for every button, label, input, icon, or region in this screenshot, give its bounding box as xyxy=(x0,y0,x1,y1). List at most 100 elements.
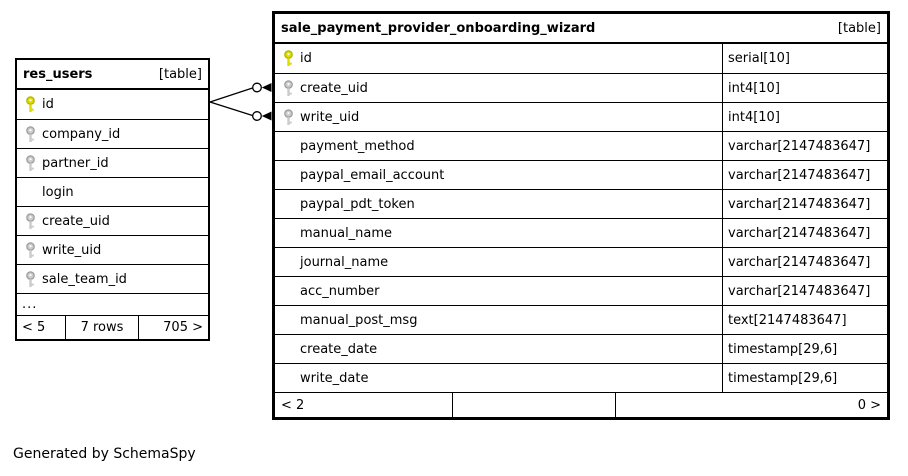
column-type: timestamp[29,6] xyxy=(722,364,887,392)
column-name: partner_id xyxy=(42,155,109,171)
column-type: varchar[2147483647] xyxy=(722,132,887,160)
column-type: serial[10] xyxy=(722,44,887,73)
column-name: id xyxy=(300,51,312,66)
column-row: partner_id xyxy=(17,148,208,177)
column-row: write_uid xyxy=(17,235,208,264)
column-row: id xyxy=(17,90,208,119)
column-name-cell: login xyxy=(17,178,208,206)
column-name-cell: write_uid xyxy=(275,103,722,131)
table-header: sale_payment_provider_onboarding_wizard … xyxy=(275,14,887,44)
column-row: paypal_pdt_token varchar[2147483647] xyxy=(275,189,887,218)
foreign-key-icon xyxy=(26,212,35,229)
primary-key-icon xyxy=(26,96,35,112)
foreign-key-icon xyxy=(26,154,35,171)
column-name: create_uid xyxy=(42,213,110,229)
relationship-line-write-uid xyxy=(209,101,253,117)
relationship-circle-write-uid xyxy=(252,111,262,121)
column-name-cell: write_uid xyxy=(17,236,208,264)
column-row: create_date timestamp[29,6] xyxy=(275,334,887,363)
column-name-cell: acc_number xyxy=(275,277,722,305)
key-slot xyxy=(17,154,42,172)
foreign-key-icon xyxy=(26,125,35,142)
key-slot xyxy=(275,50,300,67)
column-name-cell: create_date xyxy=(275,335,722,363)
column-row: payment_method varchar[2147483647] xyxy=(275,131,887,160)
column-name: paypal_pdt_token xyxy=(300,196,415,212)
key-slot xyxy=(275,108,300,126)
table-node-res-users[interactable]: res_users [table] id company_id partner_… xyxy=(15,58,210,341)
column-row: create_uid int4[10] xyxy=(275,73,887,102)
column-name: write_date xyxy=(300,370,369,386)
column-rows: id serial[10] create_uid int4[10] write_… xyxy=(275,44,887,392)
column-name: journal_name xyxy=(300,254,389,270)
column-name: sale_team_id xyxy=(42,271,127,287)
column-name-cell: create_uid xyxy=(275,74,722,102)
relationship-arrow-write-uid xyxy=(261,111,272,121)
column-row: company_id xyxy=(17,119,208,148)
column-name-cell: create_uid xyxy=(17,207,208,235)
column-type: timestamp[29,6] xyxy=(722,335,887,363)
column-type: varchar[2147483647] xyxy=(722,248,887,276)
column-name-cell: paypal_pdt_token xyxy=(275,190,722,218)
column-name-cell: manual_post_msg xyxy=(275,306,722,334)
column-rows: id company_id partner_id login create_ui… xyxy=(17,90,208,293)
column-name: company_id xyxy=(42,126,121,142)
ellipsis-row: ... xyxy=(17,293,208,315)
column-row: create_uid xyxy=(17,206,208,235)
column-row: acc_number varchar[2147483647] xyxy=(275,276,887,305)
column-name: login xyxy=(42,184,74,200)
column-name-cell: write_date xyxy=(275,364,722,392)
column-name: manual_post_msg xyxy=(300,312,418,328)
column-name: acc_number xyxy=(300,283,380,299)
foreign-key-icon xyxy=(284,79,293,96)
column-type: varchar[2147483647] xyxy=(722,277,887,305)
relationship-arrow-create-uid xyxy=(261,83,272,92)
column-name-cell: payment_method xyxy=(275,132,722,160)
table-badge: [table] xyxy=(158,66,202,82)
footer-parents-count: 0 > xyxy=(615,393,887,417)
table-title[interactable]: sale_payment_provider_onboarding_wizard xyxy=(281,20,596,36)
footer-row-count xyxy=(452,393,615,417)
column-row: write_uid int4[10] xyxy=(275,102,887,131)
table-header: res_users [table] xyxy=(17,60,208,90)
column-name: paypal_email_account xyxy=(300,167,445,183)
column-row: journal_name varchar[2147483647] xyxy=(275,247,887,276)
footer-parents-count: 705 > xyxy=(138,316,208,339)
column-row: sale_team_id xyxy=(17,264,208,293)
column-name-cell: manual_name xyxy=(275,219,722,247)
column-row: paypal_email_account varchar[2147483647] xyxy=(275,160,887,189)
key-slot xyxy=(17,125,42,143)
table-title[interactable]: res_users xyxy=(23,66,93,82)
column-name-cell: id xyxy=(17,90,208,119)
column-name: payment_method xyxy=(300,138,415,154)
column-name: create_uid xyxy=(300,80,368,96)
column-type: varchar[2147483647] xyxy=(722,161,887,189)
column-type: text[2147483647] xyxy=(722,306,887,334)
footer-children-count: < 2 xyxy=(281,397,305,413)
column-row: write_date timestamp[29,6] xyxy=(275,363,887,392)
column-name-cell: sale_team_id xyxy=(17,265,208,293)
column-name-cell: journal_name xyxy=(275,248,722,276)
footer-children-count: < 5 xyxy=(22,320,46,335)
key-slot xyxy=(17,96,42,113)
table-node-sale-payment-provider-onboarding-wizard[interactable]: sale_payment_provider_onboarding_wizard … xyxy=(272,11,890,420)
foreign-key-icon xyxy=(26,270,35,287)
column-name: create_date xyxy=(300,341,378,357)
column-name-cell: id xyxy=(275,44,722,73)
key-slot xyxy=(17,212,42,230)
table-footer: < 2 0 > xyxy=(275,392,887,417)
column-row: manual_name varchar[2147483647] xyxy=(275,218,887,247)
key-slot xyxy=(17,241,42,259)
foreign-key-icon xyxy=(26,241,35,258)
footer-row-count: 7 rows xyxy=(65,316,138,339)
relationship-line-create-uid xyxy=(209,87,253,103)
column-name: id xyxy=(42,97,54,112)
table-footer: < 5 7 rows 705 > xyxy=(17,315,208,339)
generated-by-caption: Generated by SchemaSpy xyxy=(13,446,196,462)
column-row: id serial[10] xyxy=(275,44,887,73)
column-name: write_uid xyxy=(300,109,360,125)
table-badge: [table] xyxy=(837,20,881,36)
primary-key-icon xyxy=(284,50,293,66)
column-name-cell: paypal_email_account xyxy=(275,161,722,189)
column-type: int4[10] xyxy=(722,103,887,131)
